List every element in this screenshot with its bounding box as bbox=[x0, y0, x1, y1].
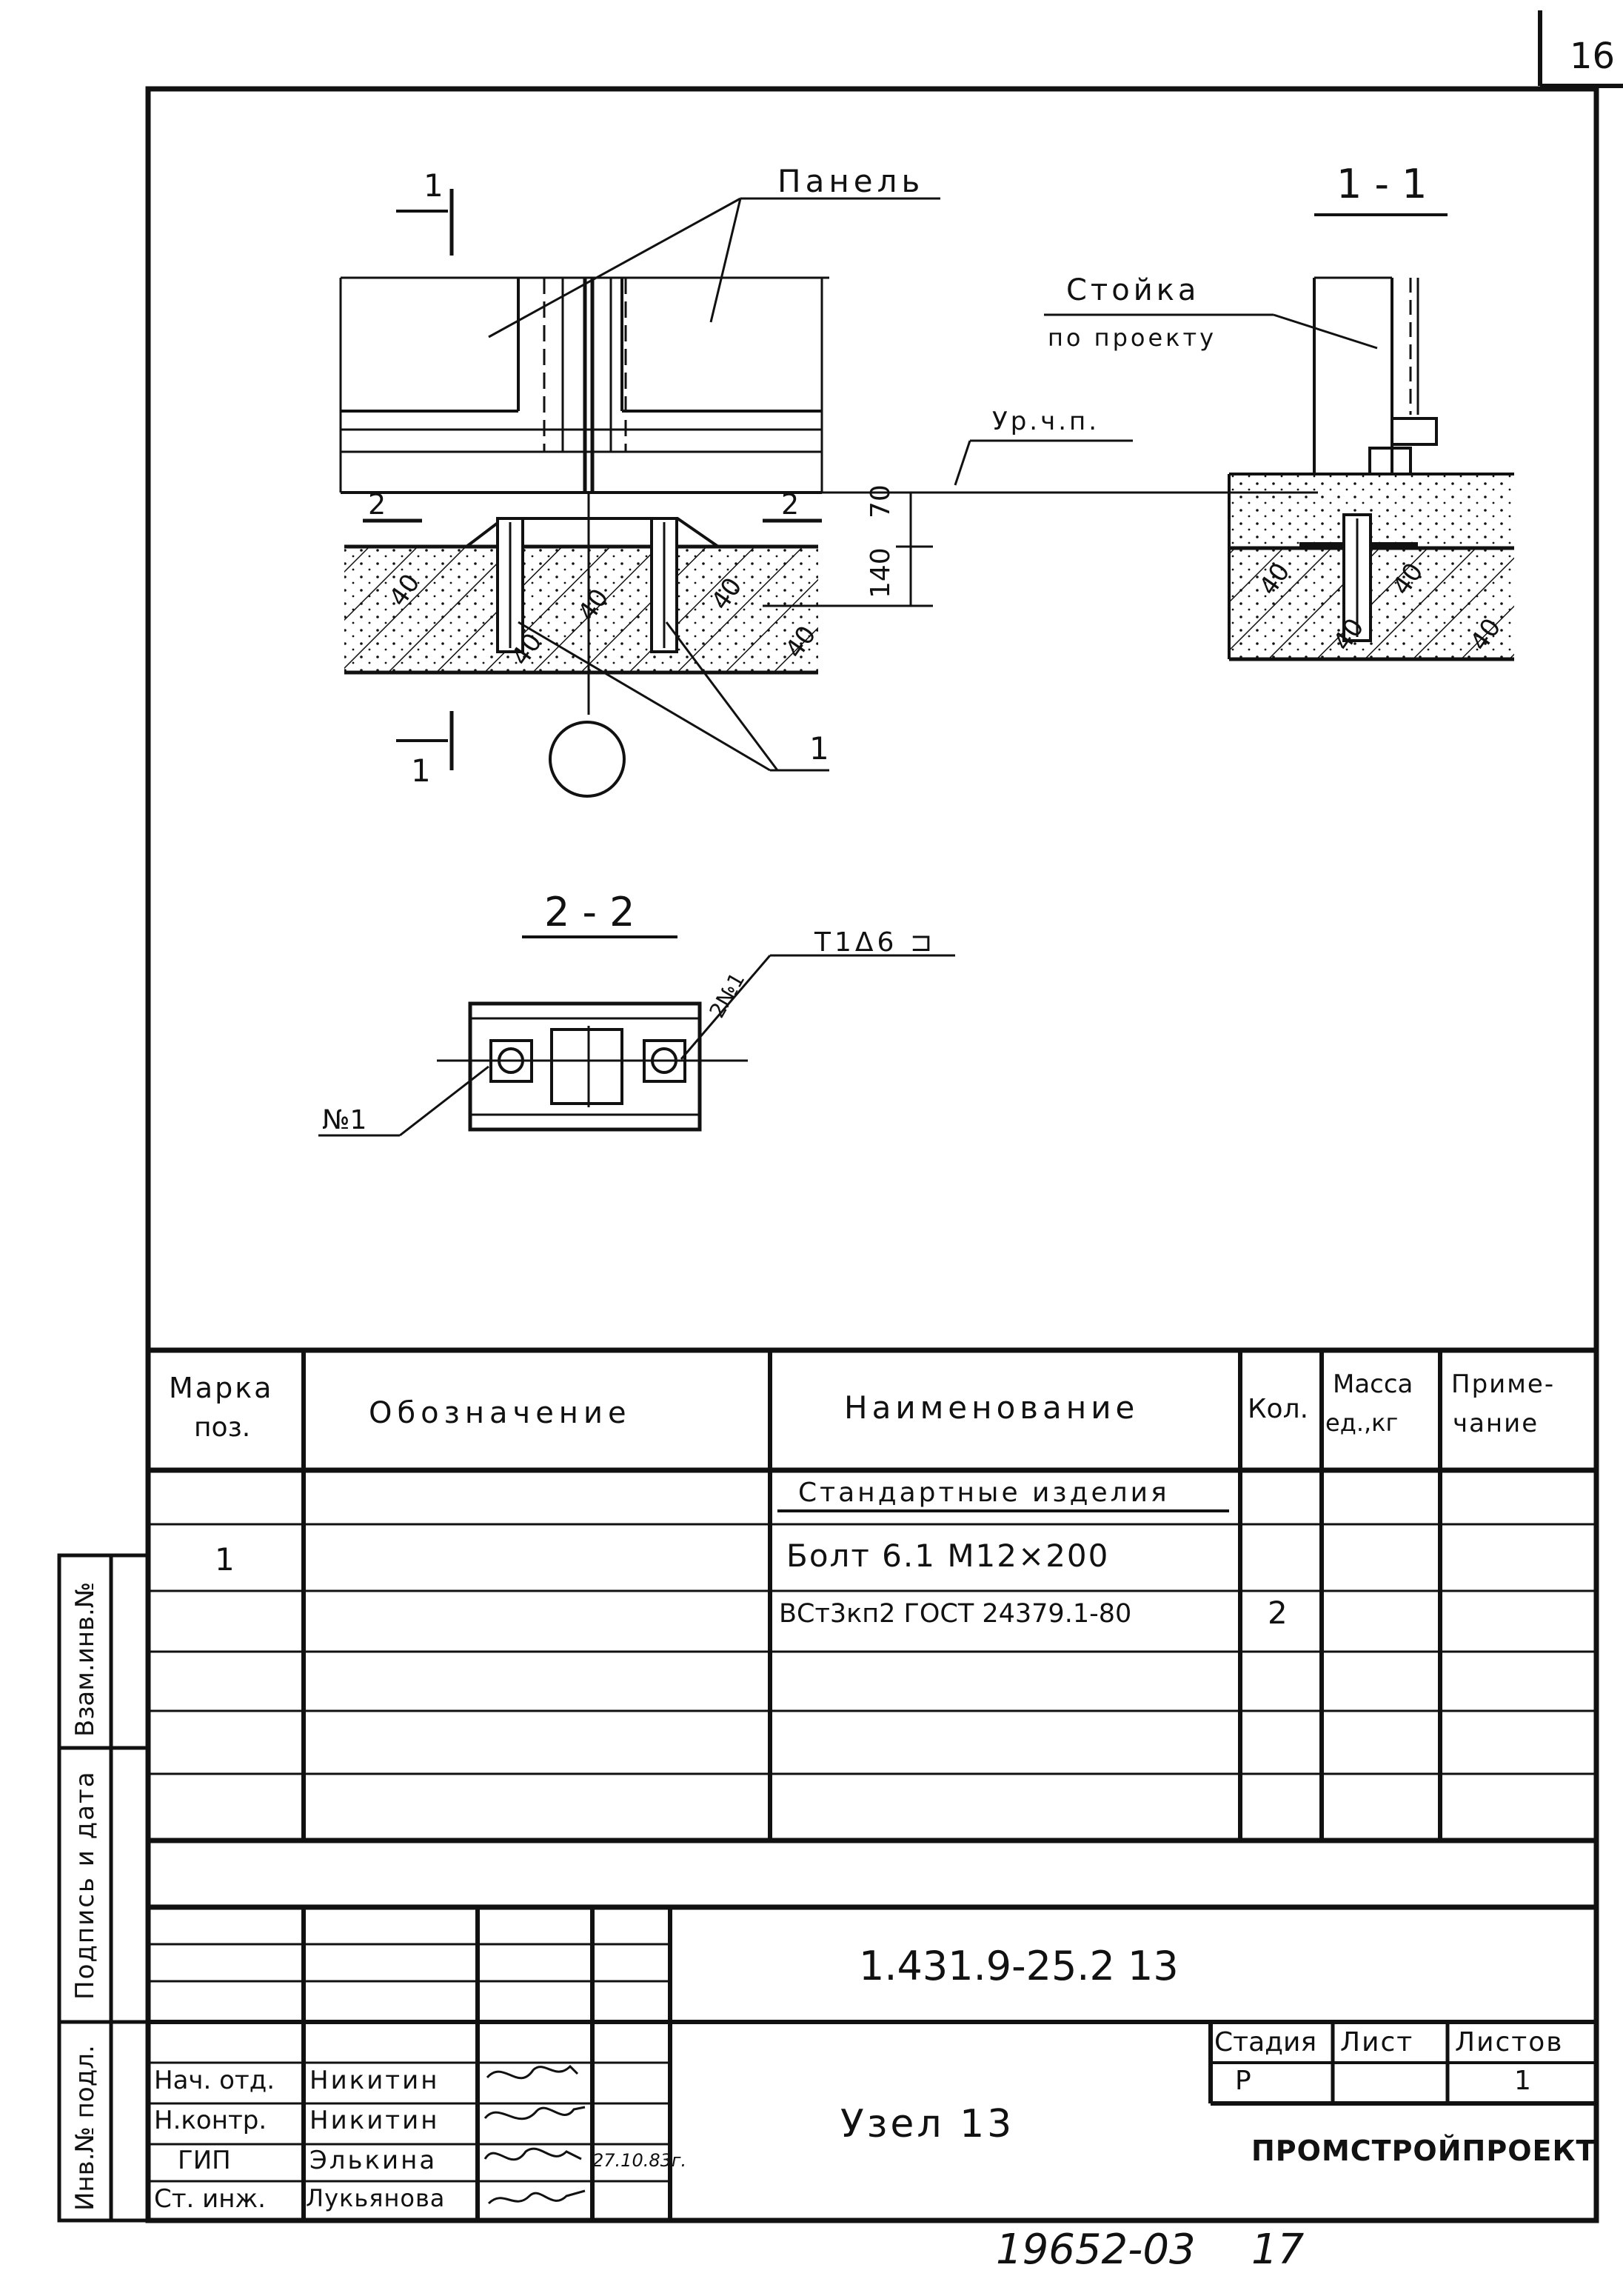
section-1-1-title: 1 - 1 bbox=[1336, 161, 1428, 207]
sheet-header: Лист bbox=[1340, 2027, 1414, 2058]
person-date: 27.10.83г. bbox=[592, 2150, 687, 2171]
person-role: Н.контр. bbox=[154, 2106, 267, 2135]
part-number: №1 bbox=[322, 1105, 367, 1135]
section-mark-2-right: 2 bbox=[781, 488, 800, 521]
post-label-sub: по проекту bbox=[1048, 324, 1217, 352]
side-stamp-inv-replace: Взам.инв.№ bbox=[70, 1581, 100, 1737]
side-stamp-inv-orig: Инв.№ подл. bbox=[70, 2045, 100, 2211]
sheets-header: Листов bbox=[1455, 2027, 1564, 2058]
person-role: Ст. инж. bbox=[154, 2184, 266, 2214]
header-qty: Кол. bbox=[1248, 1394, 1309, 1424]
section-1-1-view bbox=[1044, 213, 1514, 661]
person-name: Никитин bbox=[309, 2106, 440, 2135]
floor-level-label: Ур.ч.п. bbox=[992, 407, 1100, 436]
row-name: Болт 6.1 М12×200 bbox=[786, 1538, 1110, 1574]
header-note-2: чание bbox=[1453, 1409, 1539, 1438]
section-2-2-title: 2 - 2 bbox=[544, 889, 635, 935]
stage-header: Стадия bbox=[1214, 2027, 1317, 2058]
person-role: ГИП bbox=[178, 2146, 231, 2175]
organization: ПРОМСТРОЙПРОЕКТ bbox=[1251, 2135, 1596, 2167]
row-name: Стандартные изделия bbox=[798, 1478, 1170, 1508]
sheet-number: 16 bbox=[1570, 36, 1616, 77]
section-mark-2-left: 2 bbox=[368, 488, 386, 521]
title-block-grid bbox=[148, 1904, 1596, 2220]
archive-code: 19652-03 bbox=[996, 2226, 1196, 2274]
section-mark-1-bottom: 1 bbox=[411, 752, 431, 789]
section-mark-1-top: 1 bbox=[424, 167, 444, 204]
header-mark: Марка bbox=[169, 1372, 274, 1404]
sheets-value: 1 bbox=[1514, 2066, 1531, 2096]
elevation-view bbox=[339, 189, 1318, 798]
weld-symbol: Т1Δ6 ⊐ bbox=[814, 927, 937, 958]
drawing-title: Узел 13 bbox=[840, 2102, 1015, 2146]
panel-label: Панель bbox=[777, 163, 925, 199]
row-qty: 2 bbox=[1268, 1595, 1288, 1631]
person-name: Элькина bbox=[309, 2146, 438, 2175]
archive-page: 17 bbox=[1251, 2226, 1305, 2274]
stage-value: Р bbox=[1235, 2066, 1251, 2096]
row-name: ВСт3кп2 ГОСТ 24379.1-80 bbox=[779, 1599, 1132, 1629]
position-callout: 1 bbox=[809, 730, 829, 767]
dimension-140: 140 bbox=[866, 547, 896, 598]
sheet-number-tab bbox=[1538, 10, 1623, 88]
header-designation: Обозначение bbox=[369, 1396, 632, 1430]
spec-table-grid bbox=[148, 1347, 1596, 1843]
header-name: Наименование bbox=[844, 1389, 1140, 1426]
header-mass-unit: ед.,кг bbox=[1325, 1409, 1399, 1437]
person-name: Лукьянова bbox=[306, 2184, 446, 2212]
person-name: Никитин bbox=[309, 2066, 440, 2095]
person-role: Нач. отд. bbox=[154, 2066, 275, 2095]
row-mark: 1 bbox=[215, 1541, 235, 1578]
side-stamp-lines bbox=[57, 1553, 150, 2223]
header-mark-pos: поз. bbox=[194, 1412, 251, 1443]
document-code: 1.431.9-25.2 13 bbox=[859, 1943, 1179, 1989]
dimension-70: 70 bbox=[866, 484, 896, 518]
header-note: Приме- bbox=[1451, 1369, 1556, 1399]
post-label: Стойка bbox=[1066, 273, 1200, 307]
side-stamp-sign-date: Подпись и дата bbox=[70, 1770, 100, 2000]
header-mass: Масса bbox=[1333, 1369, 1413, 1399]
sheet-border bbox=[145, 86, 1599, 2223]
section-2-2-view bbox=[318, 935, 955, 1137]
